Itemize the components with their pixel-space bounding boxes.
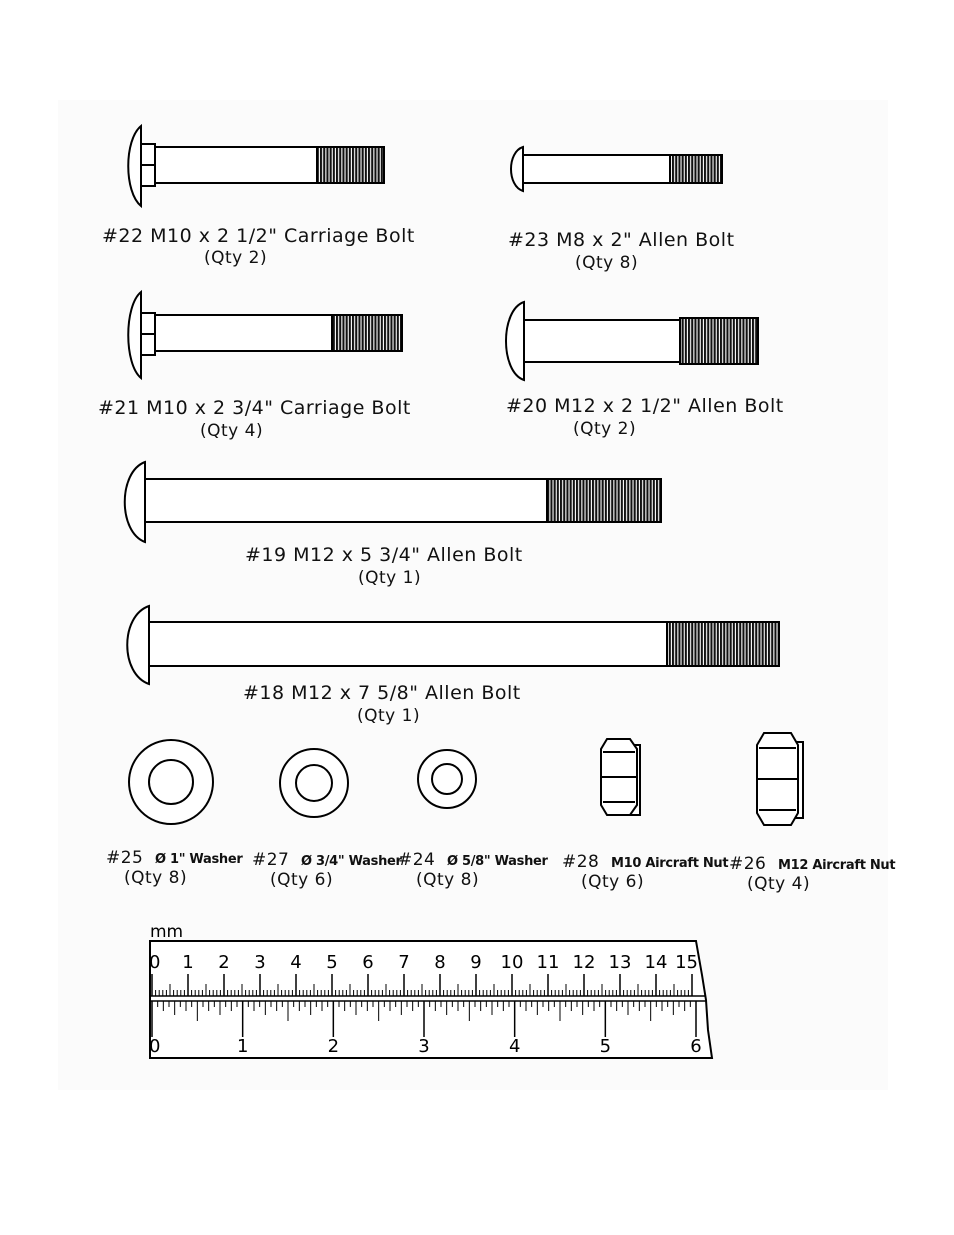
ruler-label: 0	[149, 952, 160, 973]
parts-sheet-background	[58, 100, 888, 1090]
ruler-label: 2	[218, 952, 229, 973]
bolt-21-qty: (Qty 4)	[200, 421, 264, 441]
ruler-label: 3	[418, 1036, 429, 1057]
ruler-mm-ticks	[151, 974, 693, 996]
ruler-label: 10	[501, 952, 524, 973]
ruler-label: 2	[328, 1036, 339, 1057]
ruler-label: 6	[690, 1036, 701, 1057]
ruler-label: 9	[470, 952, 481, 973]
washer-24-number: #24	[398, 850, 436, 870]
washer-25-desc: Ø 1" Washer	[154, 852, 243, 867]
nut-26-number: #26	[729, 854, 767, 874]
ruler-label: 4	[290, 952, 301, 973]
carriage-bolt-22-drawing	[127, 123, 385, 209]
ruler-label: 15	[675, 952, 698, 973]
bolt-20-qty: (Qty 2)	[573, 419, 637, 439]
ruler-label: 14	[645, 952, 668, 973]
bolt-19-label: #19 M12 x 5 3/4" Allen Bolt	[245, 544, 523, 566]
allen-bolt-23-drawing	[510, 145, 723, 193]
ruler-label: 3	[254, 952, 265, 973]
washer-27-desc: Ø 3/4" Washer	[300, 854, 402, 869]
washer-25-qty: (Qty 8)	[124, 868, 188, 888]
nut-28-desc: M10 Aircraft Nut	[610, 856, 729, 871]
ruler-unit-label: mm	[150, 922, 183, 942]
allen-bolt-18-drawing	[126, 604, 780, 686]
nut-28-drawing	[600, 738, 641, 816]
ruler-label: 8	[434, 952, 445, 973]
allen-bolt-20-drawing	[505, 300, 759, 382]
washer-24-caption: #24 Ø 5/8" Washer	[398, 850, 548, 870]
allen-bolt-19-drawing	[123, 460, 662, 544]
bolt-22-qty: (Qty 2)	[204, 248, 268, 268]
washer-27-caption: #27 Ø 3/4" Washer	[252, 850, 402, 870]
ruler-inch-ticks	[151, 1001, 697, 1037]
ruler-label: 1	[182, 952, 193, 973]
bolt-23-qty: (Qty 8)	[575, 253, 639, 273]
washer-25-caption: #25 Ø 1" Washer	[106, 848, 243, 868]
ruler-label: 5	[600, 1036, 611, 1057]
ruler-label: 1	[237, 1036, 248, 1057]
ruler-inch-labels: 0 1 2 3 4 5 6	[149, 1036, 702, 1057]
washer-25-drawing	[128, 739, 214, 825]
bolt-23-label: #23 M8 x 2" Allen Bolt	[508, 229, 735, 251]
washer-24-qty: (Qty 8)	[416, 870, 480, 890]
ruler-label: 7	[398, 952, 409, 973]
washer-24-drawing	[417, 749, 477, 809]
washer-27-drawing	[279, 748, 349, 818]
washer-27-number: #27	[252, 850, 290, 870]
nut-28-number: #28	[562, 852, 600, 872]
bolt-18-label: #18 M12 x 7 5/8" Allen Bolt	[243, 682, 521, 704]
carriage-bolt-21-drawing	[127, 289, 403, 381]
nut-26-drawing	[756, 732, 804, 826]
washer-24-desc: Ø 5/8" Washer	[446, 854, 548, 869]
ruler-label: 6	[362, 952, 373, 973]
ruler-label: 11	[537, 952, 560, 973]
nut-26-qty: (Qty 4)	[747, 874, 811, 894]
ruler-label: 5	[326, 952, 337, 973]
ruler-label: 0	[149, 1036, 160, 1057]
nut-26-desc: M12 Aircraft Nut	[777, 858, 896, 873]
washer-27-qty: (Qty 6)	[270, 870, 334, 890]
ruler-label: 4	[509, 1036, 520, 1057]
bolt-18-qty: (Qty 1)	[357, 706, 421, 726]
bolt-20-label: #20 M12 x 2 1/2" Allen Bolt	[506, 395, 784, 417]
nut-28-qty: (Qty 6)	[581, 872, 645, 892]
washer-25-number: #25	[106, 848, 144, 868]
bolt-19-qty: (Qty 1)	[358, 568, 422, 588]
nut-26-caption: #26 M12 Aircraft Nut	[729, 854, 896, 874]
ruler-label: 13	[609, 952, 632, 973]
bolt-21-label: #21 M10 x 2 3/4" Carriage Bolt	[98, 397, 411, 419]
nut-28-caption: #28 M10 Aircraft Nut	[562, 852, 729, 872]
bolt-22-label: #22 M10 x 2 1/2" Carriage Bolt	[102, 225, 415, 247]
ruler-label: 12	[573, 952, 596, 973]
